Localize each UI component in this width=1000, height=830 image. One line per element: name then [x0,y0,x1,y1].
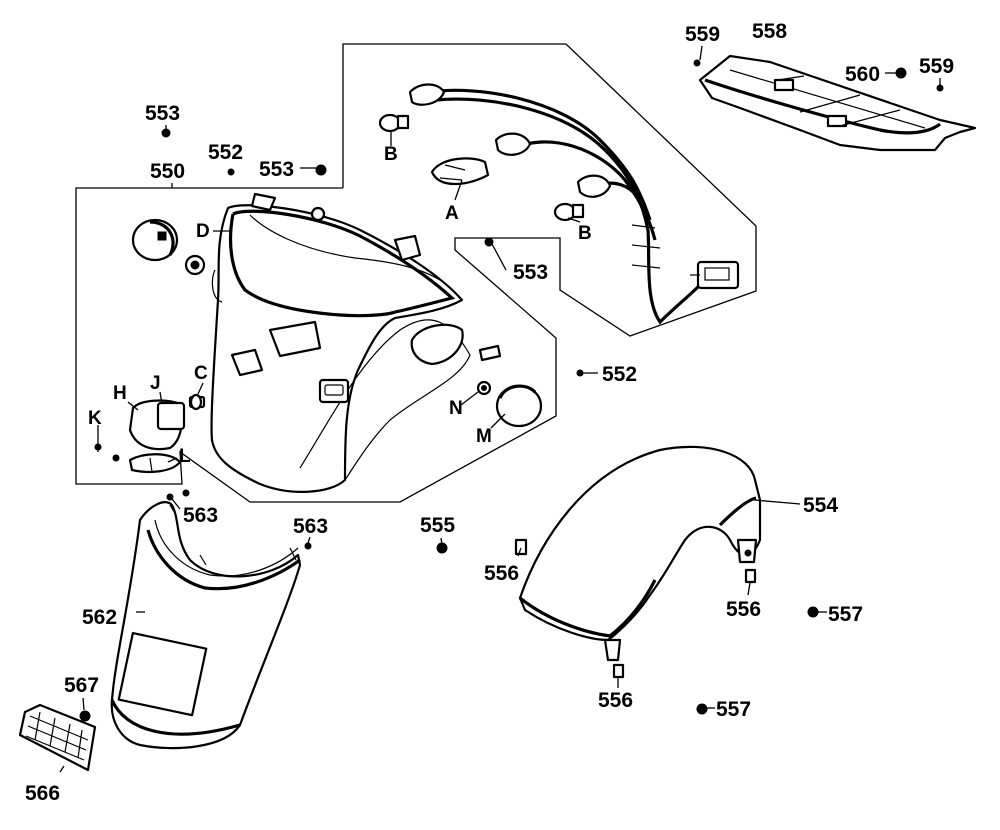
label-556: 556 [598,689,633,712]
label-553: 553 [259,158,294,181]
label-M: M [476,426,492,447]
label-560: 560 [845,63,880,86]
label-557: 557 [716,698,751,721]
label-K: K [88,408,102,429]
taillight-housing [210,192,502,493]
bulb-b-2 [553,202,585,222]
label-D: D [196,221,210,242]
side-reflector [476,380,543,428]
label-559: 559 [919,55,954,78]
label-558: 558 [752,20,787,43]
group-outline-550 [75,43,757,503]
label-B: B [384,144,398,165]
lamp-socket-cap [131,218,206,276]
bulb-a [430,157,490,186]
label-550: 550 [150,160,185,183]
label-553: 553 [513,261,548,284]
label-N: N [449,398,463,419]
label-563: 563 [293,515,328,538]
label-556: 556 [726,598,761,621]
license-plate-holder [110,493,312,750]
label-556: 556 [484,562,519,585]
wiring-harness [408,83,740,325]
label-552: 552 [602,363,637,386]
fasteners [161,128,584,554]
label-563: 563 [183,504,218,527]
rear-reflector [18,703,97,772]
license-light-assembly [94,395,206,473]
rear-fender [514,445,819,715]
rear-carrier-plate [693,54,977,152]
label-559: 559 [685,23,720,46]
label-H: H [113,383,127,404]
label-B: B [578,223,592,244]
label-552: 552 [208,141,243,164]
bulb-b-1 [378,113,410,133]
bulb-c [189,393,203,411]
label-A: A [445,203,459,224]
part-labels: 550 553 552 553 553 552 554 555 556 556 … [25,20,954,805]
label-566: 566 [25,782,60,805]
label-567: 567 [64,674,99,697]
label-L: L [179,446,191,467]
label-557: 557 [828,603,863,626]
label-554: 554 [803,494,838,517]
label-J: J [150,373,161,394]
label-553: 553 [145,102,180,125]
label-555: 555 [420,514,455,537]
leader-lines [59,45,941,773]
label-C: C [194,363,208,384]
label-562: 562 [82,606,117,629]
